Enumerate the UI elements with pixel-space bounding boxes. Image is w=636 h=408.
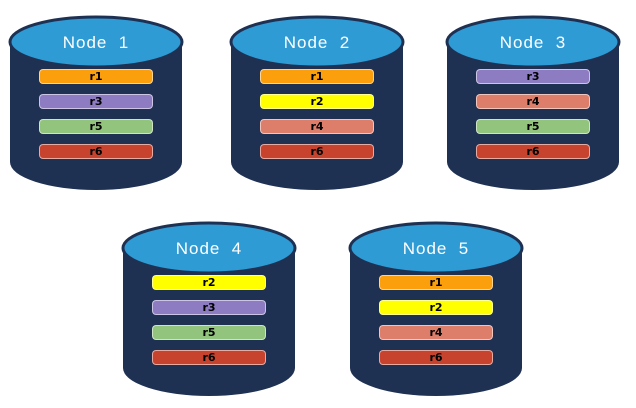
replica-bar: r1	[260, 69, 374, 84]
replica-label: r3	[202, 301, 216, 314]
replica-label: r4	[429, 326, 443, 339]
replica-label: r1	[429, 276, 443, 289]
replica-list: r3 r4 r5 r6	[476, 69, 590, 159]
replica-list: r1 r3 r5 r6	[39, 69, 153, 159]
node-3: Node 3 r3 r4 r5 r6	[443, 15, 623, 195]
replica-bar: r2	[260, 94, 374, 109]
replica-bar: r2	[152, 275, 266, 290]
replica-bar: r6	[260, 144, 374, 159]
node-2: Node 2 r1 r2 r4 r6	[227, 15, 407, 195]
replica-list: r2 r3 r5 r6	[152, 275, 266, 365]
node-title: Node 5	[402, 239, 470, 258]
node-title: Node 2	[283, 33, 351, 52]
cylinder-top	[348, 221, 524, 275]
replica-label: r1	[89, 70, 103, 83]
replica-bar: r6	[152, 350, 266, 365]
replica-bar: r2	[379, 300, 493, 315]
replica-label: r2	[202, 276, 216, 289]
replica-bar: r3	[39, 94, 153, 109]
replica-bar: r3	[152, 300, 266, 315]
replica-bar: r6	[476, 144, 590, 159]
node-1: Node 1 r1 r3 r5 r6	[6, 15, 186, 195]
replica-bar: r4	[260, 119, 374, 134]
node-title: Node 1	[62, 33, 130, 52]
replica-bar: r4	[379, 325, 493, 340]
node-4: Node 4 r2 r3 r5 r6	[119, 221, 299, 401]
replica-label: r5	[89, 120, 103, 133]
replica-bar: r3	[476, 69, 590, 84]
node-title: Node 3	[499, 33, 567, 52]
replica-bar: r1	[379, 275, 493, 290]
replica-list: r1 r2 r4 r6	[379, 275, 493, 365]
replica-label: r6	[202, 351, 216, 364]
replica-label: r3	[526, 70, 540, 83]
replica-label: r3	[89, 95, 103, 108]
node-title: Node 4	[175, 239, 243, 258]
replica-list: r1 r2 r4 r6	[260, 69, 374, 159]
cylinder-top	[445, 15, 621, 69]
replica-label: r6	[89, 145, 103, 158]
replica-label: r4	[526, 95, 540, 108]
replica-label: r6	[526, 145, 540, 158]
replica-label: r6	[429, 351, 443, 364]
replica-label: r4	[310, 120, 324, 133]
node-5: Node 5 r1 r2 r4 r6	[346, 221, 526, 401]
replica-bar: r4	[476, 94, 590, 109]
replica-label: r5	[202, 326, 216, 339]
replica-bar: r6	[379, 350, 493, 365]
replica-label: r2	[429, 301, 443, 314]
cylinder-top	[8, 15, 184, 69]
replica-bar: r5	[476, 119, 590, 134]
replica-label: r5	[526, 120, 540, 133]
replica-label: r1	[310, 70, 324, 83]
cylinder-top	[121, 221, 297, 275]
replica-bar: r1	[39, 69, 153, 84]
replica-label: r6	[310, 145, 324, 158]
replica-bar: r5	[152, 325, 266, 340]
cylinder-top	[229, 15, 405, 69]
replica-bar: r5	[39, 119, 153, 134]
replica-label: r2	[310, 95, 324, 108]
replica-bar: r6	[39, 144, 153, 159]
